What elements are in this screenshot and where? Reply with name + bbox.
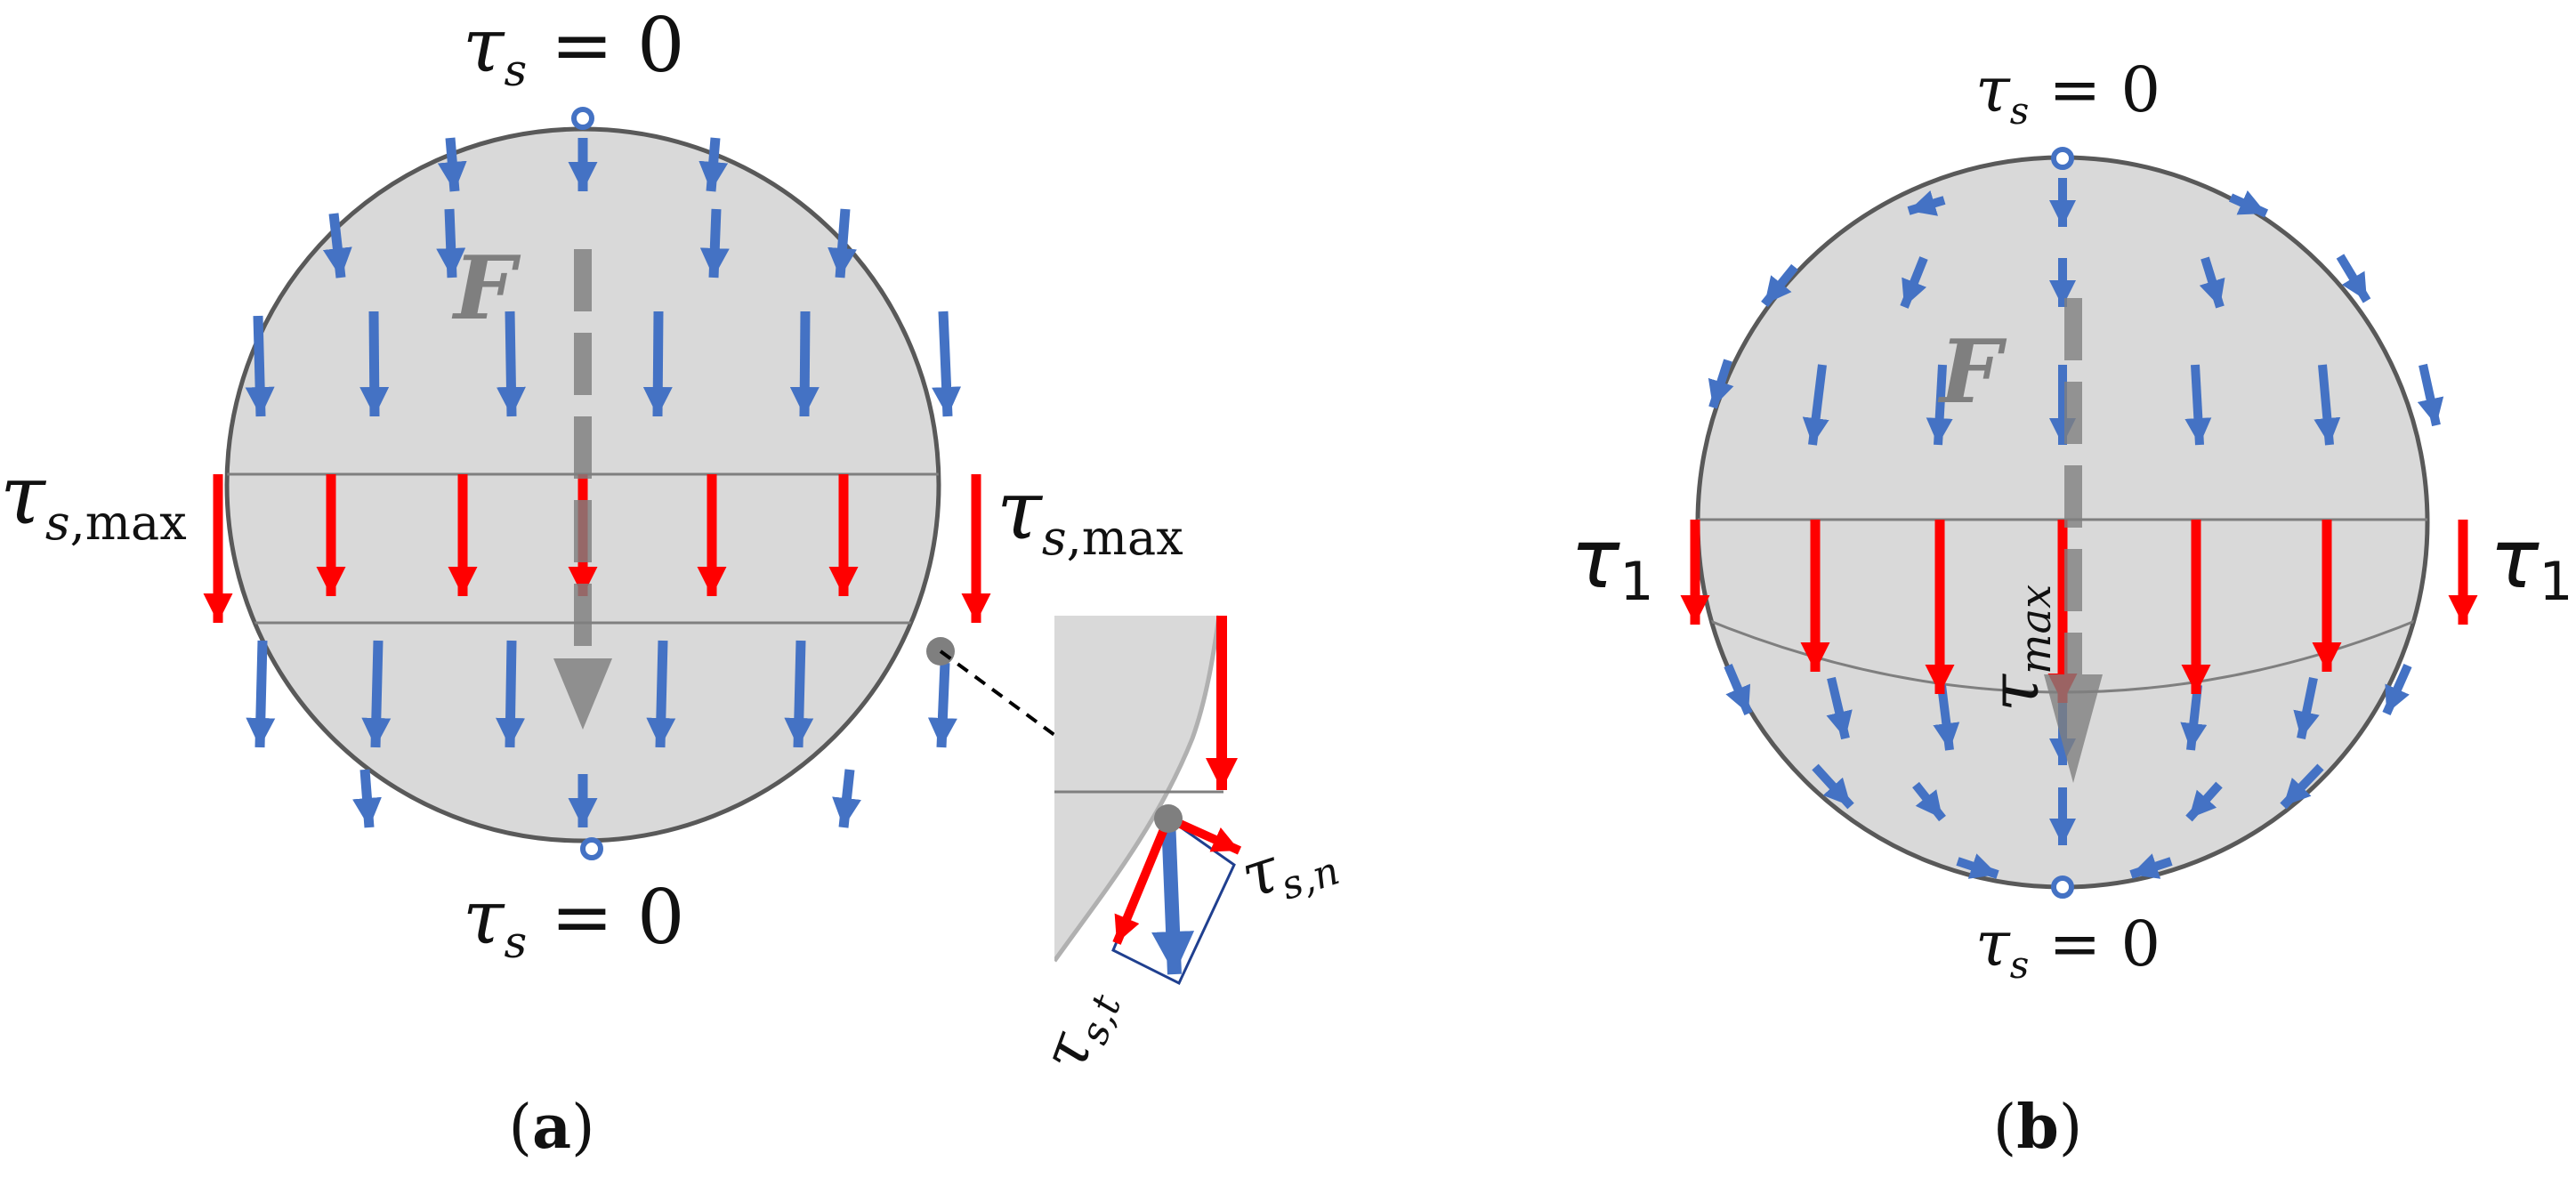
shear-arrow [699, 208, 730, 278]
panel-a-top-marker [571, 107, 594, 130]
shear-arrow [436, 208, 466, 278]
panel-b: F τs = 0 τs = 0 τ1 τ1 τmax (b) [1571, 53, 2573, 1163]
panel-b-left-label: τ1 [1571, 512, 1654, 613]
shear-arrow [2417, 363, 2444, 427]
shear-arrow [1956, 853, 1999, 879]
shear-arrow [784, 640, 814, 748]
shear-arrow [2314, 364, 2341, 446]
shear-arrow [2129, 853, 2173, 879]
shear-arrow [1708, 359, 1734, 409]
shear-arrow [699, 137, 729, 192]
shear-arrow [2280, 763, 2324, 810]
panel-a-bottom-label: τs = 0 [463, 874, 684, 968]
panel-b-force-label: F [1937, 321, 2007, 424]
inset-surface [1054, 616, 1219, 961]
force-arrow-head [2044, 674, 2103, 783]
panel-a-right-label: τs,max [997, 463, 1183, 566]
shear-arrow [245, 315, 275, 417]
panel-b-bottom-marker [2051, 875, 2074, 899]
shear-arrow [2199, 256, 2225, 309]
shear-arrow [1761, 263, 1798, 308]
panel-b-right-label: τ1 [2490, 512, 2573, 613]
shear-arrow [927, 662, 957, 748]
shear-arrow [352, 769, 382, 828]
panel-a-blue-arrows [245, 137, 962, 828]
panel-a-top-label: τs = 0 [463, 2, 684, 96]
shear-arrow [2180, 684, 2208, 751]
shear-arrow [1802, 364, 1829, 446]
panel-b-bottom-label: τs = 0 [1975, 908, 2160, 987]
shear-arrow [1826, 676, 1853, 740]
shear-arrow [1907, 190, 1946, 216]
shear-arrow [1900, 256, 1928, 309]
shear-arrow [437, 137, 467, 192]
panel-b-top-label: τs = 0 [1975, 53, 2160, 133]
shear-arrow [2228, 190, 2269, 218]
inset-point [1154, 804, 1183, 833]
panel-a-force-arrow [553, 249, 612, 730]
shear-arrow [2336, 254, 2371, 303]
shear-arrow [789, 311, 820, 417]
force-arrow-head [553, 658, 612, 730]
panel-a-inset: τs,n τs,t [1027, 615, 1345, 1082]
panel-b-top-marker [2051, 147, 2074, 170]
shear-arrow [1724, 664, 1753, 715]
panel-a-left-label: τs,max [0, 448, 187, 551]
shear-arrow [1926, 364, 1953, 446]
inset-normal-label: τs,n [1232, 815, 1345, 920]
panel-b-center-label: τmax [1974, 585, 2061, 712]
panel-b-red-arrows [1680, 520, 2478, 703]
shear-arrow [359, 311, 390, 417]
shear-arrow [1912, 781, 1946, 822]
panel-a-force-label: F [451, 238, 521, 340]
panel-b-blue-arrows [1708, 178, 2444, 879]
panel-b-force-arrow [2044, 298, 2103, 783]
shear-arrow [1933, 684, 1960, 751]
inset-surface-edge [1054, 615, 1222, 963]
inset-resultant-arrow [1151, 818, 1195, 975]
panel-a-caption: (a) [508, 1092, 594, 1163]
panel-b-caption: (b) [1993, 1092, 2083, 1163]
shear-arrow [932, 311, 962, 417]
shear-arrow [646, 640, 676, 748]
shear-arrow [832, 769, 861, 828]
shear-arrow [828, 208, 858, 278]
shear-arrow [246, 640, 276, 748]
shear-arrow [2184, 364, 2212, 446]
shear-arrow [2293, 676, 2320, 740]
panel-a: F τs = 0 τs = 0 τs,max τs,max [0, 2, 1345, 1163]
shear-arrow [322, 213, 352, 278]
inset-tangent-label: τs,t [1027, 977, 1130, 1082]
panel-a-bottom-marker [580, 837, 603, 860]
shear-arrow [2382, 663, 2412, 716]
inset-tangent-arrow [1112, 817, 1173, 945]
shear-arrow [496, 311, 526, 417]
shear-arrow [361, 640, 392, 748]
shear-arrow [496, 640, 526, 748]
shear-arrow [1812, 763, 1854, 810]
shear-arrow [2185, 781, 2223, 822]
